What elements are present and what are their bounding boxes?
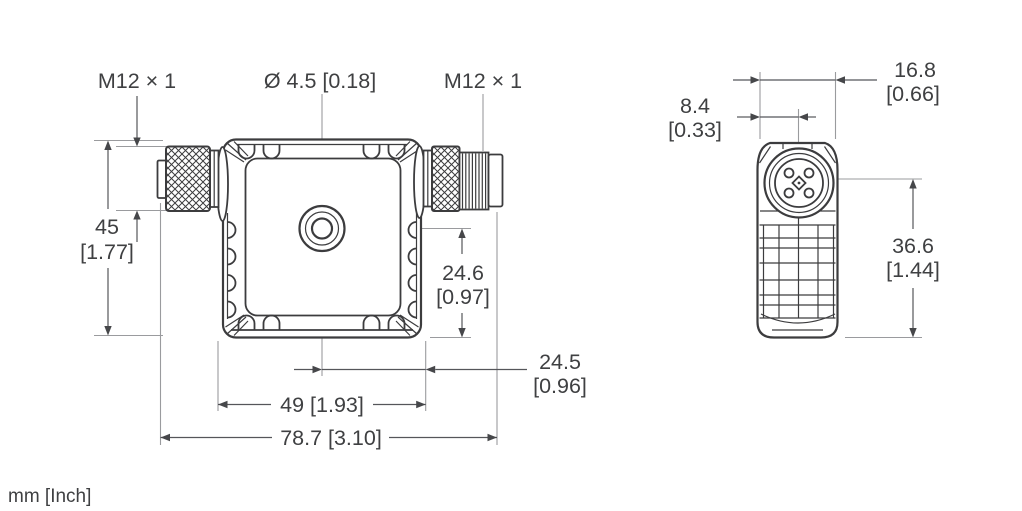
right-connector <box>413 145 504 219</box>
dim-center-bottom-mm: 24.6 <box>442 261 484 285</box>
dim-depth-mm: 16.8 <box>894 58 936 82</box>
connector-face <box>763 147 835 219</box>
dim-center-edge-mm: 24.5 <box>539 350 581 374</box>
label-m12-right: M12 × 1 <box>444 69 522 93</box>
dim-overall-length: 78.7 [3.10] <box>280 426 382 450</box>
dim-side-center-bottom-mm: 36.6 <box>892 234 934 258</box>
thread-crests <box>461 153 487 209</box>
pin-4 <box>803 187 815 199</box>
dim-height-inch: [1.77] <box>80 240 134 264</box>
side-scallops <box>227 221 417 319</box>
dim-center-bottom-inch: [0.97] <box>436 285 490 309</box>
label-hole-diameter: Ø 4.5 [0.18] <box>264 69 376 93</box>
corner-wedges <box>225 141 419 336</box>
front-view: M12 × 1 Ø 4.5 [0.18] M12 × 1 45 [1.77] 2… <box>80 69 587 450</box>
label-m12-left: M12 × 1 <box>98 69 176 93</box>
side-ribs <box>759 210 836 331</box>
pin-3 <box>783 187 795 199</box>
bottom-scallops <box>237 314 406 330</box>
dim-depth-inch: [0.66] <box>886 82 940 106</box>
dim-side-center-bottom-inch: [1.44] <box>886 258 940 282</box>
top-scallops <box>237 144 406 160</box>
dim-offset-inch: [0.33] <box>668 118 722 142</box>
pin-2 <box>803 167 815 179</box>
center-hole <box>298 204 346 253</box>
dim-center-edge-inch: [0.96] <box>533 374 587 398</box>
dim-offset-mm: 8.4 <box>680 94 710 118</box>
pin-1 <box>783 167 795 179</box>
side-dimensions <box>733 76 917 338</box>
thread-section <box>458 151 490 211</box>
dim-height-mm: 45 <box>95 215 119 239</box>
dim-body-width: 49 [1.93] <box>280 393 364 417</box>
units-note: mm [Inch] <box>8 486 91 507</box>
left-connector <box>156 145 229 222</box>
side-view: 16.8 [0.66] 8.4 [0.33] 36.6 [1.44] <box>668 58 940 339</box>
front-dimensions <box>104 96 527 442</box>
right-knurled-nut <box>431 145 461 212</box>
left-knurled-nut <box>165 145 211 212</box>
